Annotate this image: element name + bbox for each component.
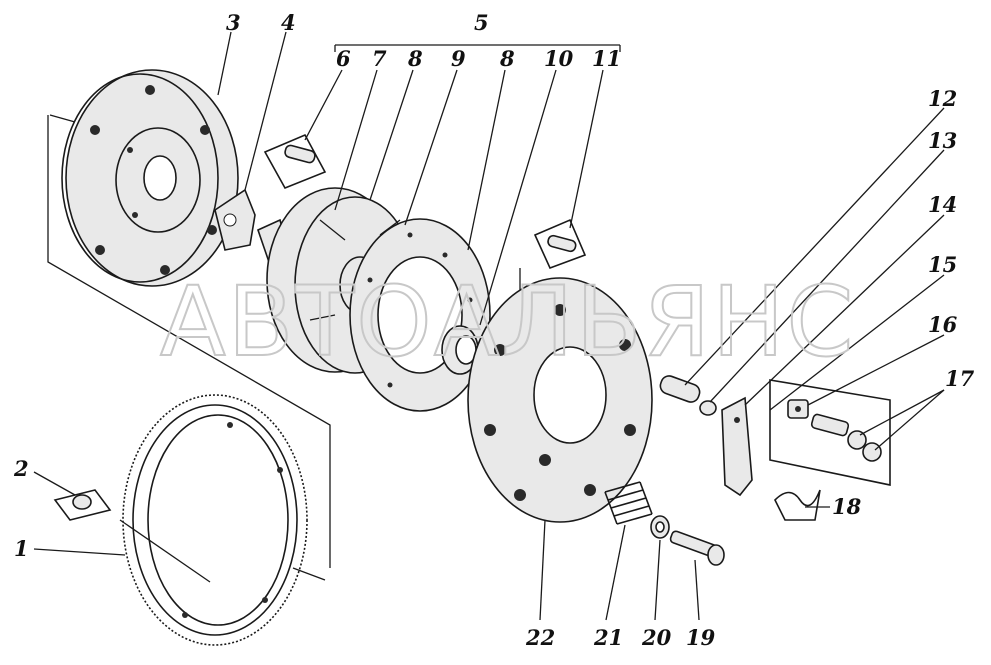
callout-14: 14 <box>928 192 957 217</box>
nuts <box>769 379 891 486</box>
callout-2: 2 <box>13 456 29 481</box>
callout-18: 18 <box>832 494 862 519</box>
lever-pin <box>659 375 701 403</box>
callout-1: 1 <box>14 536 29 561</box>
callout-8b: 8 <box>499 46 515 71</box>
callout-12: 12 <box>928 86 957 111</box>
assembly-lines <box>47 44 621 583</box>
eyebolt <box>787 399 809 419</box>
release-lever <box>721 396 753 497</box>
callout-5: 5 <box>474 10 489 35</box>
pin-11 <box>533 218 587 270</box>
callout-labels: 3 4 5 6 7 8 9 8 10 11 12 13 14 15 16 17 … <box>13 10 975 650</box>
callout-9: 9 <box>451 46 466 71</box>
callout-22: 22 <box>525 625 555 650</box>
callout-17: 17 <box>945 366 975 391</box>
callout-11: 11 <box>592 46 621 71</box>
callout-21: 21 <box>593 625 623 650</box>
pin-6 <box>263 133 327 190</box>
callout-10: 10 <box>544 46 574 71</box>
callout-13: 13 <box>928 128 957 153</box>
spring-clip <box>774 489 821 521</box>
flywheel <box>61 69 239 287</box>
callout-4: 4 <box>281 10 296 35</box>
bolt <box>669 530 725 566</box>
coil-spring <box>604 481 653 525</box>
callout-15: 15 <box>928 252 957 277</box>
cup-washer <box>650 515 670 539</box>
splined-hub <box>441 325 479 375</box>
callout-6: 6 <box>336 46 351 71</box>
adjusting-screw <box>810 413 850 437</box>
callout-19: 19 <box>686 625 716 650</box>
watermark-text: АВТОАЛЬЯНС <box>160 266 855 378</box>
ring-gear <box>122 394 308 646</box>
callout-16: 16 <box>928 312 958 337</box>
washer <box>53 489 112 521</box>
callout-20: 20 <box>641 625 672 650</box>
pressure-plate <box>467 277 653 523</box>
roller <box>699 400 717 416</box>
callout-3: 3 <box>226 10 241 35</box>
callout-8a: 8 <box>407 46 423 71</box>
callout-7: 7 <box>372 46 387 71</box>
leader-lines <box>33 31 945 621</box>
